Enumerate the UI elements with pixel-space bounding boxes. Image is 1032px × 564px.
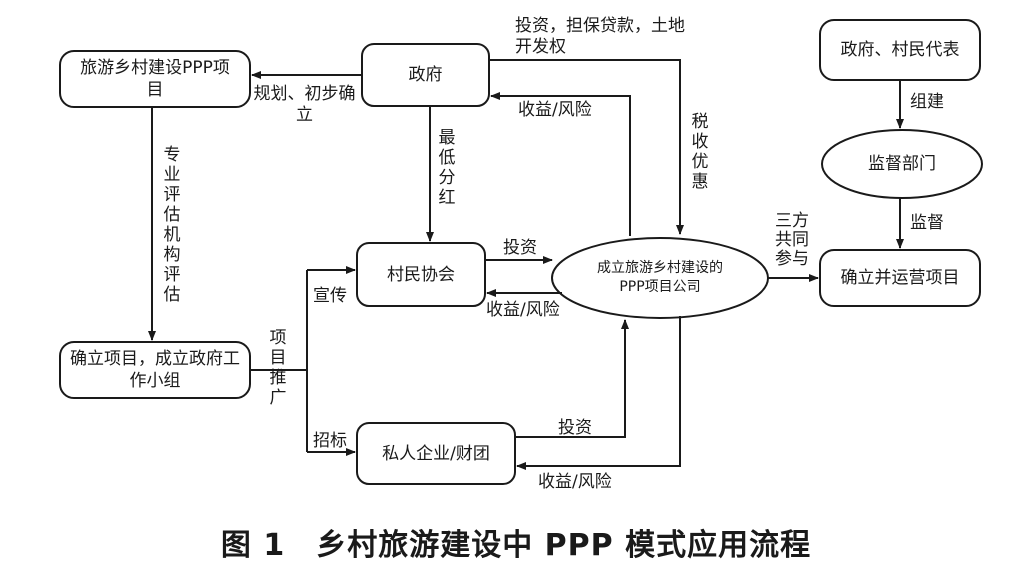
label-invest-villager: 投资 [503, 238, 537, 258]
box-rural-project [59, 50, 251, 108]
label-tax-benefit: 税收优惠 [691, 112, 709, 192]
label-project-promo: 项目推广 [269, 328, 287, 408]
node-ppp-company: 成立旅游乡村建设的PPP项目公司 [597, 260, 723, 295]
node-government: 政府 [408, 65, 443, 85]
label-professional-eval: 专业评估机构评估 [163, 145, 181, 305]
label-revenue-risk-villager: 收益/风险 [486, 300, 560, 320]
node-private-enterprise: 私人企业/财团 [382, 443, 490, 464]
node-gov-working-group: 确立项目，成立政府工作小组 [70, 349, 240, 391]
box-villager-assoc [356, 242, 486, 307]
label-min-dividend: 最低分红 [438, 128, 456, 208]
node-supervision: 监督部门 [868, 154, 936, 174]
label-supervise: 监督 [910, 213, 944, 233]
node-villager-assoc: 村民协会 [387, 264, 455, 285]
node-establish-operate: 确立并运营项目 [840, 268, 960, 288]
label-revenue-risk-gov: 收益/风险 [518, 100, 592, 120]
label-form: 组建 [910, 92, 944, 112]
label-invest-guarantee: 投资，担保贷款，土地开发权 [515, 16, 685, 57]
box-establish-operate [819, 249, 981, 307]
label-plan-init: 规划、初步确立 [253, 84, 356, 125]
node-gov-villager-rep: 政府、村民代表 [840, 40, 960, 60]
label-publicize: 宣传 [313, 286, 347, 306]
node-rural-project: 旅游乡村建设PPP项目 [80, 58, 230, 100]
figure-caption: 图 1 乡村旅游建设中 PPP 模式应用流程 [220, 528, 812, 563]
box-private-enterprise [356, 422, 516, 485]
label-bidding: 招标 [313, 431, 347, 451]
label-invest-private: 投资 [558, 418, 592, 438]
label-revenue-risk-private: 收益/风险 [538, 472, 612, 492]
ellipse-supervision [821, 129, 983, 199]
label-three-party: 三方共同参与 [775, 211, 809, 269]
